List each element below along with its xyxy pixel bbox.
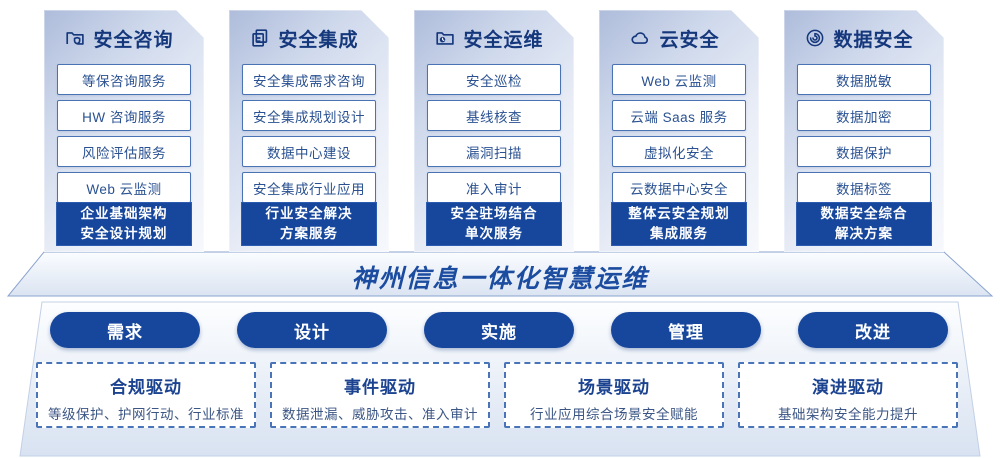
card-title-row: 安全运维	[414, 23, 564, 53]
service-item: Web 云监测	[612, 64, 746, 95]
service-item: Web 云监测	[57, 172, 191, 203]
process-pill-improvement: 改进	[798, 312, 948, 348]
highlight-line: 单次服务	[465, 226, 523, 241]
card-data-security: 数据安全 数据脱敏 数据加密 数据保护 数据标签 数据安全综合 解决方案	[784, 10, 944, 252]
highlight-box: 数据安全综合 解决方案	[796, 202, 932, 246]
driver-desc: 数据泄漏、威胁攻击、准入审计	[282, 407, 478, 422]
highlight-box: 整体云安全规划 集成服务	[611, 202, 747, 246]
driver-box-incident: 事件驱动 数据泄漏、威胁攻击、准入审计	[270, 362, 490, 428]
card-title-row: 安全集成	[229, 23, 379, 53]
driver-title: 演进驱动	[812, 378, 884, 397]
service-item: 数据加密	[797, 100, 931, 131]
highlight-line: 集成服务	[650, 226, 708, 241]
highlight-box: 企业基础架构 安全设计规划	[56, 202, 192, 246]
card-title-row: 数据安全	[784, 23, 934, 53]
service-item: 云数据中心安全	[612, 172, 746, 203]
folder-shield-icon	[64, 27, 86, 49]
highlight-line: 整体云安全规划	[628, 206, 730, 221]
service-item: 安全集成需求咨询	[242, 64, 376, 95]
card-security-operations: 安全运维 安全巡检 基线核查 漏洞扫描 准入审计 安全驻场结合 单次服务	[414, 10, 574, 252]
card-title-row: 安全咨询	[44, 23, 194, 53]
service-item: 虚拟化安全	[612, 136, 746, 167]
process-pill-requirement: 需求	[50, 312, 200, 348]
driver-desc: 行业应用综合场景安全赋能	[530, 407, 698, 422]
service-item: 安全集成行业应用	[242, 172, 376, 203]
service-item: HW 咨询服务	[57, 100, 191, 131]
highlight-line: 安全驻场结合	[450, 206, 538, 221]
service-item: 数据中心建设	[242, 136, 376, 167]
process-pill-implementation: 实施	[424, 312, 574, 348]
service-item: 风险评估服务	[57, 136, 191, 167]
highlight-box: 安全驻场结合 单次服务	[426, 202, 562, 246]
card-cloud-security: 云安全 Web 云监测 云端 Saas 服务 虚拟化安全 云数据中心安全 整体云…	[599, 10, 759, 252]
highlight-line: 行业安全解决	[265, 206, 353, 221]
highlight-line: 企业基础架构	[80, 206, 168, 221]
driver-title: 合规驱动	[110, 378, 182, 397]
highlight-line: 安全设计规划	[80, 226, 168, 241]
service-item: 安全巡检	[427, 64, 561, 95]
process-pill-design: 设计	[237, 312, 387, 348]
process-pill-management: 管理	[611, 312, 761, 348]
card-title: 数据安全	[833, 29, 914, 51]
service-item: 云端 Saas 服务	[612, 100, 746, 131]
driver-desc: 基础架构安全能力提升	[778, 407, 918, 422]
highlight-box: 行业安全解决 方案服务	[241, 202, 377, 246]
highlight-line: 解决方案	[835, 226, 893, 241]
card-security-consulting: 安全咨询 等保咨询服务 HW 咨询服务 风险评估服务 Web 云监测 企业基础架…	[44, 10, 204, 252]
banner-platform	[6, 251, 994, 297]
driver-title: 场景驱动	[578, 378, 650, 397]
service-item: 准入审计	[427, 172, 561, 203]
highlight-line: 数据安全综合	[820, 206, 908, 221]
highlight-line: 方案服务	[280, 226, 338, 241]
service-item: 等保咨询服务	[57, 64, 191, 95]
fingerprint-icon	[804, 27, 826, 49]
driver-box-evolution: 演进驱动 基础架构安全能力提升	[738, 362, 958, 428]
card-title: 云安全	[659, 29, 720, 51]
card-title: 安全运维	[463, 29, 544, 51]
card-title: 安全集成	[278, 29, 359, 51]
service-item: 数据标签	[797, 172, 931, 203]
service-item: 数据脱敏	[797, 64, 931, 95]
service-item: 安全集成规划设计	[242, 100, 376, 131]
card-security-integration: 安全集成 安全集成需求咨询 安全集成规划设计 数据中心建设 安全集成行业应用 行…	[229, 10, 389, 252]
platform-title: 神州信息一体化智慧运维	[351, 265, 649, 293]
service-item: 基线核查	[427, 100, 561, 131]
driver-desc: 等级保护、护网行动、行业标准	[48, 407, 244, 422]
documents-icon	[249, 27, 271, 49]
driver-box-compliance: 合规驱动 等级保护、护网行动、行业标准	[36, 362, 256, 428]
cloud-icon	[628, 27, 652, 49]
folder-clock-icon	[434, 27, 456, 49]
driver-title: 事件驱动	[344, 378, 416, 397]
card-title: 安全咨询	[93, 29, 174, 51]
service-item: 数据保护	[797, 136, 931, 167]
card-title-row: 云安全	[599, 23, 749, 53]
service-item: 漏洞扫描	[427, 136, 561, 167]
driver-box-scenario: 场景驱动 行业应用综合场景安全赋能	[504, 362, 724, 428]
